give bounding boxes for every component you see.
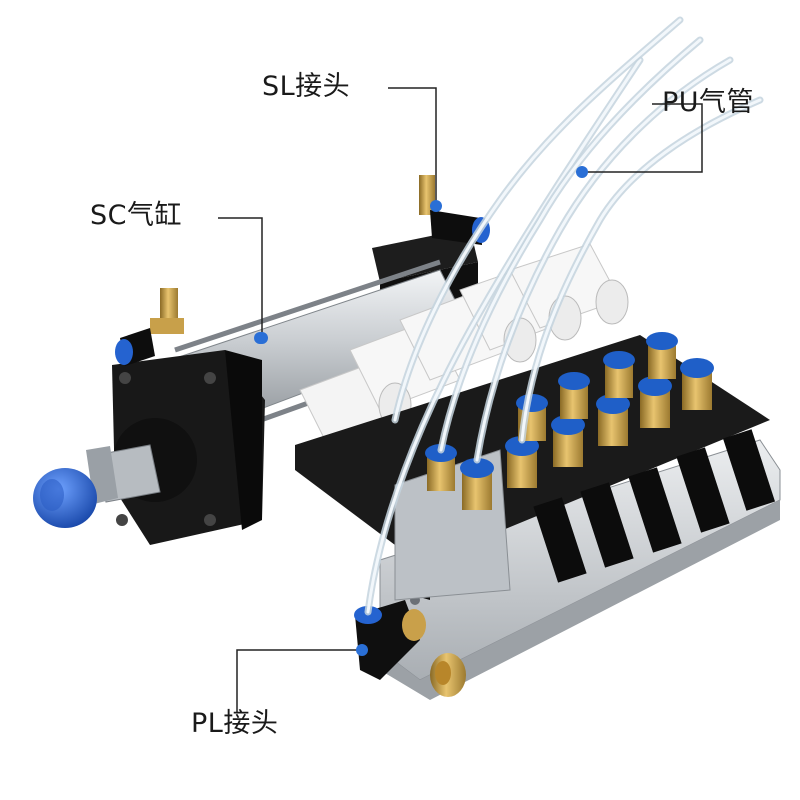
fitting-2 — [505, 436, 539, 488]
fitting-5 — [638, 376, 672, 428]
push-in-fittings — [425, 332, 714, 510]
callout-pu — [576, 103, 703, 178]
fitting-11 — [646, 332, 678, 379]
pl-fitting — [354, 600, 426, 680]
sl-fitting-label: SL接头 — [262, 71, 351, 102]
brass-silencer — [430, 653, 466, 697]
callout-sl — [388, 87, 442, 212]
fitting-1 — [460, 458, 494, 510]
pl-fitting-label: PL接头 — [191, 708, 279, 739]
rod-blue-cap — [33, 468, 97, 528]
fitting-3 — [551, 415, 585, 467]
fitting-6 — [680, 358, 714, 410]
fitting-9 — [558, 372, 590, 419]
pu-tube-label: PU气管 — [662, 87, 755, 118]
callout-pl — [236, 644, 368, 712]
callout-sc — [218, 217, 268, 344]
fitting-4 — [596, 394, 630, 446]
fitting-10 — [603, 351, 635, 398]
sl-fitting-front — [115, 288, 184, 366]
pu-tubes — [364, 16, 764, 616]
sc-cylinder-label: SC气缸 — [90, 200, 182, 231]
